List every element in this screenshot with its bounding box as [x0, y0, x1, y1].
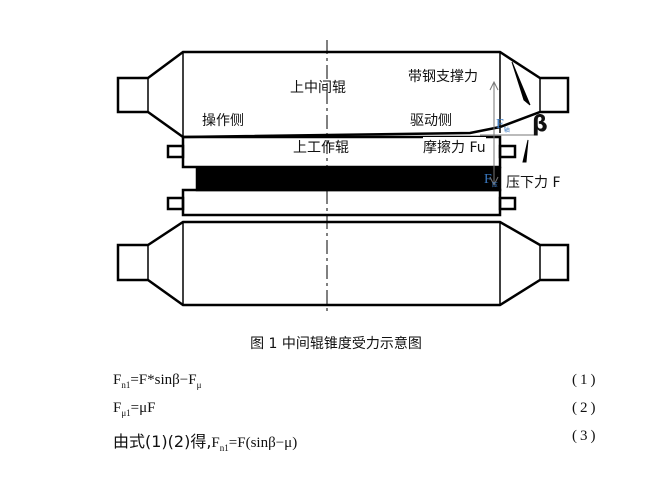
label-upper-work-roll: 上工作辊	[293, 140, 349, 156]
label-beta: β	[532, 112, 548, 137]
equation-number-1: (1)	[572, 372, 599, 388]
upper-intermediate-roll	[116, 50, 570, 139]
figure-caption: 图 1 中间辊锥度受力示意图	[250, 336, 422, 352]
label-upper-intermediate-roll: 上中间辊	[290, 80, 346, 96]
label-strip-support-force: 带钢支撑力	[408, 69, 478, 85]
beta-angle-line	[511, 61, 531, 106]
lower-work-roll	[181, 188, 502, 217]
label-rolling-force: 压下力 F	[506, 175, 561, 191]
strip	[195, 166, 502, 192]
equation-2: Fμ1=μF	[113, 400, 156, 418]
equation-3: 由式(1)(2)得,Fn1=F(sinβ−μ)	[113, 432, 298, 453]
roll-diagram	[116, 40, 570, 312]
label-f-press: F压	[484, 172, 498, 189]
label-friction-force: 摩擦力 Fu	[423, 137, 486, 157]
label-operator-side: 操作侧	[202, 113, 244, 129]
label-drive-side: 驱动侧	[410, 113, 452, 129]
equation-1: Fn1=F*sinβ−Fμ	[113, 372, 202, 390]
equation-number-2: (2)	[572, 400, 599, 416]
label-f-axial: F轴	[496, 117, 510, 134]
equation-number-3: (3)	[572, 428, 599, 444]
